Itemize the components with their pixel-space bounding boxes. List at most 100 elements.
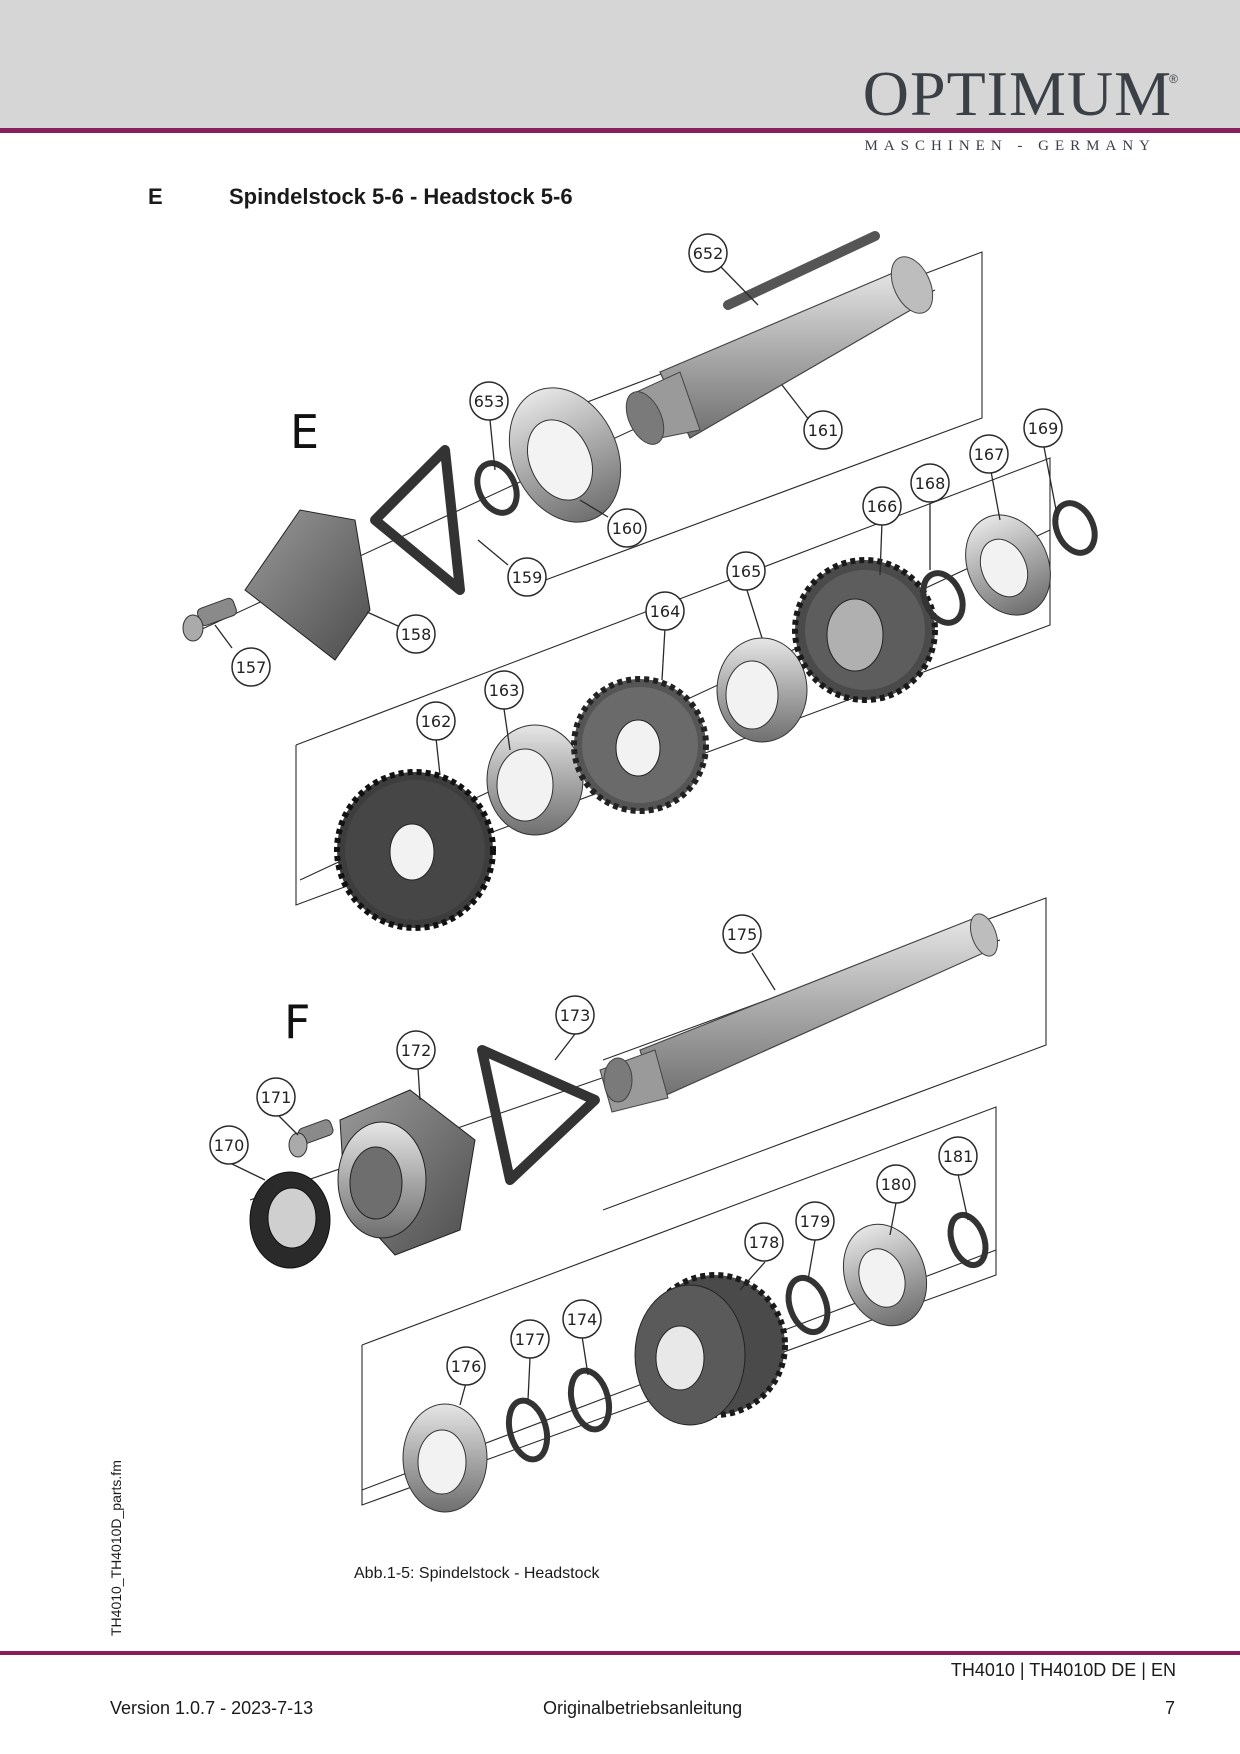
svg-text:161: 161 [808,421,839,440]
gasket-173 [477,1045,600,1185]
header-band [0,0,1240,128]
svg-text:167: 167 [974,445,1005,464]
callout-173: 173 [555,995,595,1035]
section-letter: E [148,184,163,209]
key-652 [723,231,880,310]
shaft-161 [625,256,934,445]
callout-177: 177 [510,1319,550,1359]
bearing-176 [402,1403,488,1513]
brand-logo: OPTIMUM [862,58,1172,129]
brand-registered-mark: ® [1169,72,1178,86]
group-label-e: E [290,405,319,459]
callout-178: 178 [744,1222,784,1262]
svg-text:652: 652 [693,244,724,263]
svg-text:166: 166 [867,497,898,516]
callout-176: 176 [446,1346,486,1386]
callout-174: 174 [562,1299,602,1339]
cover-158 [244,509,371,661]
svg-text:163: 163 [489,681,520,700]
gasket-159 [370,445,465,595]
page-number: 7 [1164,1698,1175,1718]
callout-653: 653 [469,381,509,421]
frame-gears [295,457,1051,906]
circlip-174 [567,1367,613,1433]
svg-text:176: 176 [451,1357,482,1376]
svg-text:168: 168 [915,474,946,493]
footer-model: TH4010 | TH4010D DE | EN [950,1660,1176,1680]
figure-caption: Abb.1-5: Spindelstock - Headstock [354,1565,600,1582]
svg-text:172: 172 [401,1041,432,1060]
svg-text:179: 179 [800,1212,831,1231]
flange-172 [337,1089,476,1256]
svg-text:653: 653 [474,392,505,411]
gear-178 [634,1272,788,1426]
brand-tagline: MASCHINEN - GERMANY [864,138,1156,154]
svg-text:159: 159 [512,568,543,587]
gear-166 [792,557,938,703]
footer-rule [0,1651,1240,1655]
footer-doc-type: Originalbetriebsanleitung [543,1698,743,1718]
screw-171 [288,1119,334,1158]
svg-text:175: 175 [727,925,758,944]
svg-text:178: 178 [749,1233,780,1252]
circlip-177 [505,1397,551,1463]
svg-text:180: 180 [881,1175,912,1194]
side-file-name: TH4010_TH4010D_parts.fm [108,1460,124,1636]
svg-text:174: 174 [567,1310,598,1329]
callout-158: 158 [396,614,436,654]
callout-157: 157 [231,647,271,687]
svg-text:158: 158 [401,625,432,644]
circlip-168 [920,570,966,626]
callout-167: 167 [969,434,1009,474]
callout-169: 169 [1023,408,1063,448]
callout-168: 168 [910,463,950,503]
svg-text:171: 171 [261,1088,292,1107]
callout-171: 171 [256,1077,296,1117]
callout-170: 170 [209,1125,249,1165]
spacer-163 [486,724,584,836]
circlip-181 [947,1211,989,1269]
exploded-parts-drawing: E [182,231,1098,1513]
group-label-f: F [284,995,310,1049]
callout-159: 159 [507,557,547,597]
callout-652: 652 [688,233,728,273]
spacer-165 [716,637,808,743]
callout-175: 175 [722,914,762,954]
callout-166: 166 [862,486,902,526]
callout-181: 181 [938,1136,978,1176]
callout-160: 160 [607,508,647,548]
callout-162: 162 [416,701,456,741]
bearing-167 [965,514,1051,616]
callout-161: 161 [803,410,843,450]
section-title: Spindelstock 5-6 - Headstock 5-6 [229,184,573,209]
screw-157 [182,597,237,642]
gear-162 [334,769,496,931]
frame-gears-f [361,1106,997,1506]
gear-164 [571,676,709,814]
callout-164: 164 [645,591,685,631]
svg-text:164: 164 [650,602,681,621]
circlip-169 [1052,500,1098,556]
callout-179: 179 [795,1201,835,1241]
svg-text:173: 173 [560,1006,591,1025]
header-rule [0,128,1240,133]
shaft-175 [599,913,999,1113]
svg-text:162: 162 [421,712,452,731]
callout-180: 180 [876,1164,916,1204]
svg-text:157: 157 [236,658,267,677]
svg-text:165: 165 [731,562,762,581]
seal-170 [249,1171,331,1269]
svg-text:169: 169 [1028,419,1059,438]
bearing-180 [842,1223,928,1327]
svg-text:160: 160 [612,519,643,538]
circlip-653 [474,460,520,516]
circlip-179 [785,1274,831,1336]
footer-version: Version 1.0.7 - 2023-7-13 [110,1698,314,1718]
callout-165: 165 [726,551,766,591]
bearing-160 [508,387,622,523]
svg-text:170: 170 [214,1136,245,1155]
callout-163: 163 [484,670,524,710]
callout-172: 172 [396,1030,436,1070]
svg-text:177: 177 [515,1330,546,1349]
svg-text:181: 181 [943,1147,974,1166]
